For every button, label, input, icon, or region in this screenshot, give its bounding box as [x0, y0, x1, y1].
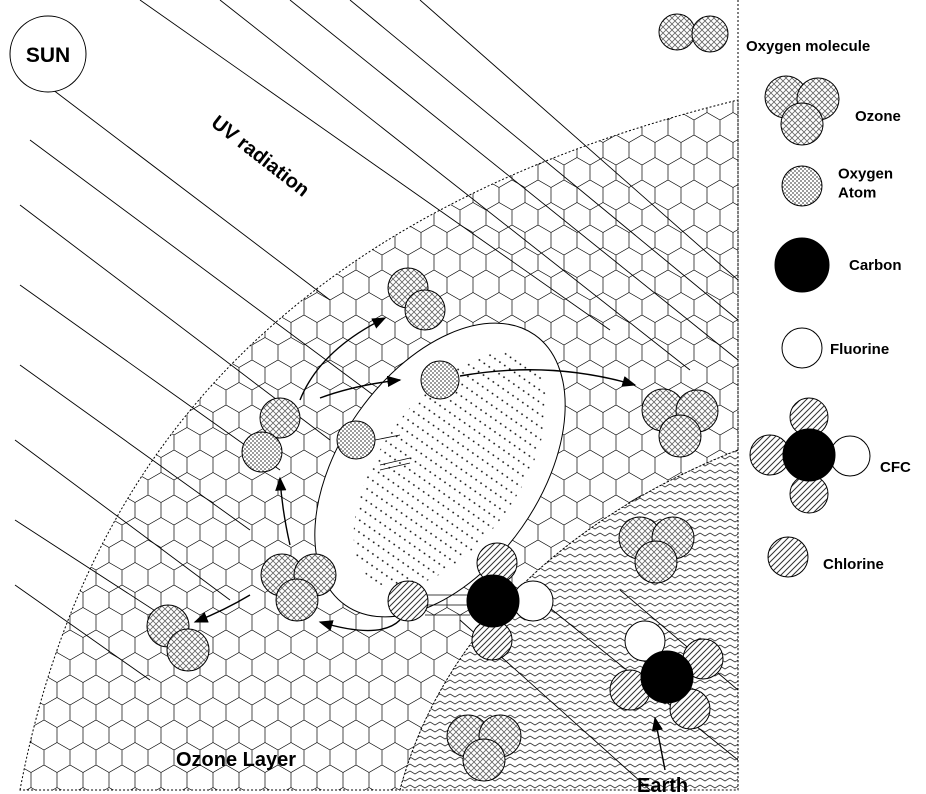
cfc-molecule-earth — [609, 620, 724, 730]
legend-label-line: Oxygen — [838, 166, 893, 183]
legend-oxygen-molecule-label: Oxygen molecule — [746, 38, 870, 55]
legend-carbon-label: Carbon — [849, 257, 902, 274]
legend-fluorine-label: Fluorine — [830, 341, 889, 358]
oxygen-atom-hole — [336, 420, 376, 460]
ozone-molecule-right — [641, 388, 719, 458]
ozone-molecule-lower — [260, 553, 337, 622]
uv-radiation-label: UV radiation — [207, 112, 313, 202]
ozone-layer-label: Ozone Layer — [176, 749, 296, 771]
legend-ozone-label: Ozone — [855, 108, 901, 125]
chlorine-atom-free — [387, 580, 429, 622]
legend-label-line: Ozone — [855, 108, 901, 125]
legend-chlorine-label: Chlorine — [823, 556, 884, 573]
cfc-molecule-center — [466, 542, 554, 661]
ozone-molecule-top — [387, 267, 446, 331]
reaction-arrows — [193, 317, 666, 771]
oxygen-molecule-left — [241, 397, 301, 473]
legend-oxygen-molecule-icon — [658, 13, 729, 53]
legend-chlorine-icon — [767, 536, 809, 578]
ozone-molecule-earth — [618, 516, 695, 584]
legend-carbon-icon — [774, 237, 830, 293]
legend-label-line: Oxygen molecule — [746, 38, 870, 55]
legend-cfc-label: CFC — [880, 459, 911, 476]
legend-label-line: CFC — [880, 459, 911, 476]
legend-label-line: Fluorine — [830, 341, 889, 358]
legend-ozone-icon — [764, 75, 840, 146]
legend-cfc-icon — [749, 397, 871, 514]
legend-oxygen-atom-icon — [781, 165, 823, 207]
legend-label-line: Atom — [838, 184, 876, 201]
legend-fluorine-icon — [781, 327, 823, 369]
earth-label: Earth — [637, 775, 688, 794]
sun — [9, 15, 87, 93]
sun-label: SUN — [26, 44, 70, 67]
oxygen-molecule-bottom-left — [146, 604, 210, 672]
oxygen-atom-mid — [420, 360, 460, 400]
legend-label-line: Carbon — [849, 257, 902, 274]
legend-label-line: Chlorine — [823, 556, 884, 573]
bond-lines — [374, 434, 470, 616]
ozone-molecule-bottom — [446, 714, 522, 782]
